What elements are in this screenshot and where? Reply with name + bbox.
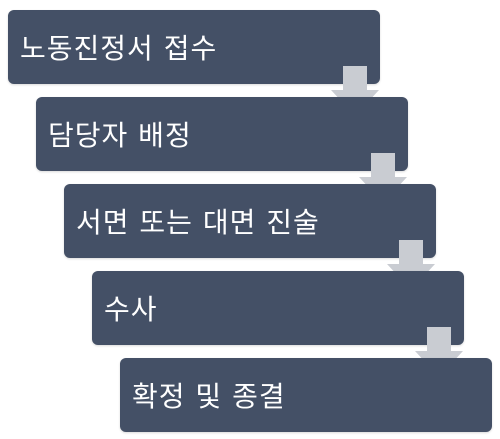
step-box-1: 노동진정서 접수: [8, 10, 380, 84]
down-arrow-icon: [415, 327, 463, 377]
down-arrow-icon: [387, 240, 435, 290]
step-label-3: 서면 또는 대면 진술: [76, 206, 320, 239]
step-label-1: 노동진정서 접수: [20, 32, 218, 65]
step-box-3: 서면 또는 대면 진술: [64, 184, 436, 258]
step-label-2: 담당자 배정: [48, 119, 192, 152]
step-box-4: 수사: [92, 271, 464, 345]
step-box-2: 담당자 배정: [36, 97, 408, 171]
step-label-5: 확정 및 종결: [132, 380, 286, 413]
step-box-5: 확정 및 종결: [120, 358, 492, 432]
step-label-4: 수사: [104, 293, 158, 326]
down-arrow-icon: [359, 153, 407, 203]
down-arrow-icon: [331, 66, 379, 116]
